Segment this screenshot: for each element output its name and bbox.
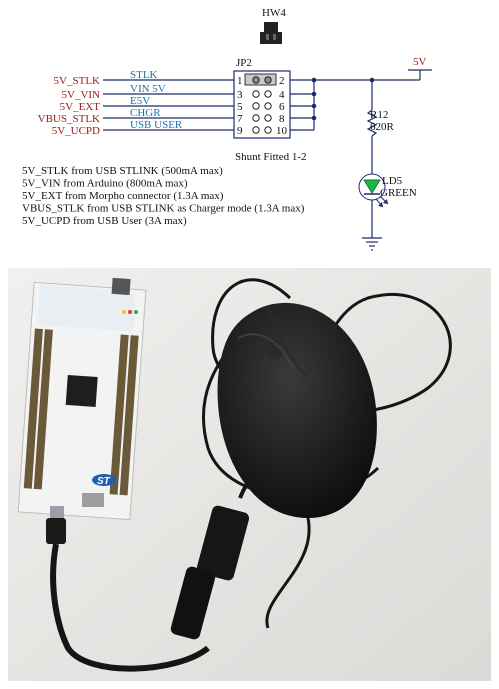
rail-5v-label: 5V — [413, 56, 427, 68]
pin-pad-left — [252, 76, 260, 84]
pin-pad-right — [264, 102, 272, 110]
st-logo-text: ST — [97, 476, 111, 487]
resistor-r12-icon — [366, 109, 378, 137]
connector-pins: 1 2 3 4 5 6 7 8 9 10 — [237, 75, 288, 137]
pin-pad-right — [264, 90, 272, 98]
shunt-fitted-note: Shunt Fitted 1-2 — [235, 151, 307, 163]
wire-label: USB USER — [130, 119, 183, 131]
wire-label: E5V — [130, 95, 150, 107]
led-color-label: GREEN — [380, 187, 417, 199]
source-notes: 5V_STLK from USB STLINK (500mA max)5V_VI… — [22, 165, 305, 227]
pin-number-left: 9 — [237, 125, 243, 137]
pin-pad-left — [252, 90, 260, 98]
source-note-line: VBUS_STLK from USB STLINK as Charger mod… — [22, 203, 305, 215]
bus-junction-dots — [311, 77, 375, 121]
pin-number-left: 3 — [237, 89, 243, 101]
jumper-cap-icon — [260, 22, 282, 44]
pin-number-right: 6 — [279, 101, 285, 113]
pin-pad-right — [264, 114, 272, 122]
connector-jp2-body — [233, 70, 291, 139]
wire-label: CHGR — [130, 107, 161, 119]
wire-label: STLK — [130, 69, 158, 81]
net-label: 5V_VIN — [62, 89, 101, 101]
computer-mouse — [217, 302, 377, 518]
jumper-hw4-label: HW4 — [262, 7, 286, 19]
board-with-mouse-photo: ST — [8, 268, 491, 681]
source-note-line: 5V_VIN from Arduino (800mA max) — [22, 178, 188, 190]
usb-cable — [46, 518, 210, 672]
pin-number-right: 2 — [279, 75, 285, 87]
pin-pad-left — [252, 126, 260, 134]
power-jumper-schematic: HW4 JP2 1 2 3 4 5 6 7 8 9 10 Shunt Fitted 1-2 5V_… — [22, 7, 432, 251]
ground-icon — [362, 237, 382, 251]
led-ref: LD5 — [382, 175, 403, 187]
net-wires: 5V_STLK STLK 5V_VIN VIN 5V 5V_EXT E5V VBUS_STL… — [38, 69, 234, 137]
source-note-line: 5V_EXT from Morpho connector (1.3A max) — [22, 190, 224, 202]
net-label: 5V_UCPD — [52, 125, 100, 137]
shunt-cap-icon — [244, 73, 277, 86]
led-ld5-icon — [358, 173, 389, 208]
pin-pad-right — [264, 126, 272, 134]
pin-pad-left — [252, 102, 260, 110]
pin-number-right: 10 — [276, 125, 288, 137]
resistor-value: 620R — [370, 121, 395, 133]
net-label: VBUS_STLK — [38, 113, 100, 125]
right-bus-wiring — [290, 69, 432, 238]
nucleo-board: ST — [17, 277, 147, 521]
net-label: 5V_STLK — [54, 75, 101, 87]
pin-number-left: 7 — [237, 113, 243, 125]
source-note-line: 5V_STLK from USB STLINK (500mA max) — [22, 165, 223, 177]
pin-number-right: 8 — [279, 113, 285, 125]
pin-number-left: 1 — [237, 75, 243, 87]
resistor-ref: R12 — [370, 109, 388, 121]
net-label: 5V_EXT — [60, 101, 101, 113]
wire-label: VIN 5V — [130, 83, 166, 95]
pin-number-left: 5 — [237, 101, 243, 113]
source-note-line: 5V_UCPD from USB User (3A max) — [22, 215, 187, 227]
pin-number-right: 4 — [279, 89, 285, 101]
pin-pad-left — [252, 114, 260, 122]
usb-otg-adapter — [170, 461, 271, 640]
connector-jp2-label: JP2 — [236, 57, 252, 69]
pin-pad-right — [264, 76, 272, 84]
